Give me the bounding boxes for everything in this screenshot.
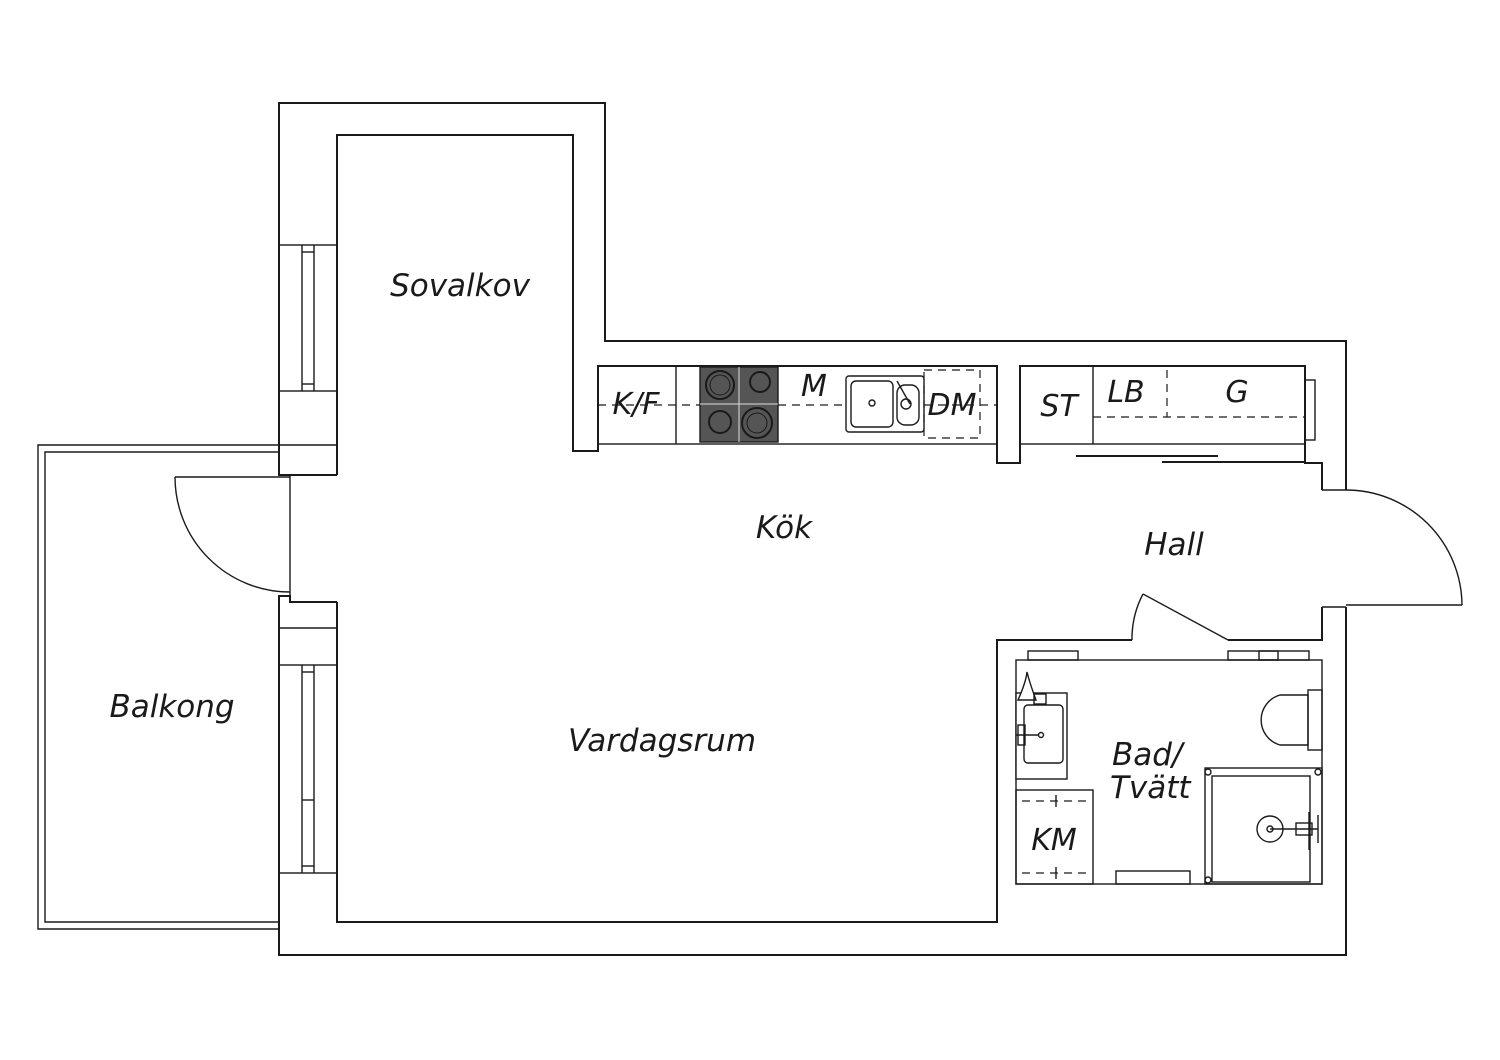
appliance-label-wardrobe: G [1225,375,1248,410]
appliance-label-lb: LB [1107,375,1144,410]
appliance-label-microwave: M [801,369,827,404]
appliance-label-washing-machine: KM [1031,823,1077,858]
toilet [1260,689,1323,751]
room-label-kok: Kök [756,510,813,546]
kitchen-sink [845,375,925,433]
window-vardagsrum [278,664,338,874]
hall-storage [1019,365,1306,445]
shower [1204,767,1323,885]
appliance-label-dishwasher: DM [928,388,977,423]
balcony-door[interactable] [174,476,291,593]
balcony [37,444,279,930]
washbasin [1015,671,1068,780]
bathroom-door[interactable] [1131,593,1229,641]
room-label-bad: Bad/ [1112,737,1186,773]
appliance-label-storage: ST [1040,389,1080,424]
room-label-sovalkov: Sovalkov [390,268,531,304]
dishwasher-outline [923,369,981,439]
room-label-tvatt: Tvätt [1110,770,1192,806]
room-label-balkong: Balkong [109,689,234,725]
washing-machine [1015,789,1094,885]
radiator [1115,870,1191,885]
stove [699,366,779,443]
room-label-vardagsrum: Vardagsrum [568,723,756,759]
kitchen-counter [597,365,998,445]
appliance-label-fridge-freezer: K/F [612,387,660,422]
window-sovalkov [278,244,338,392]
entrance-door[interactable] [1322,489,1463,608]
room-label-hall: Hall [1144,527,1204,563]
